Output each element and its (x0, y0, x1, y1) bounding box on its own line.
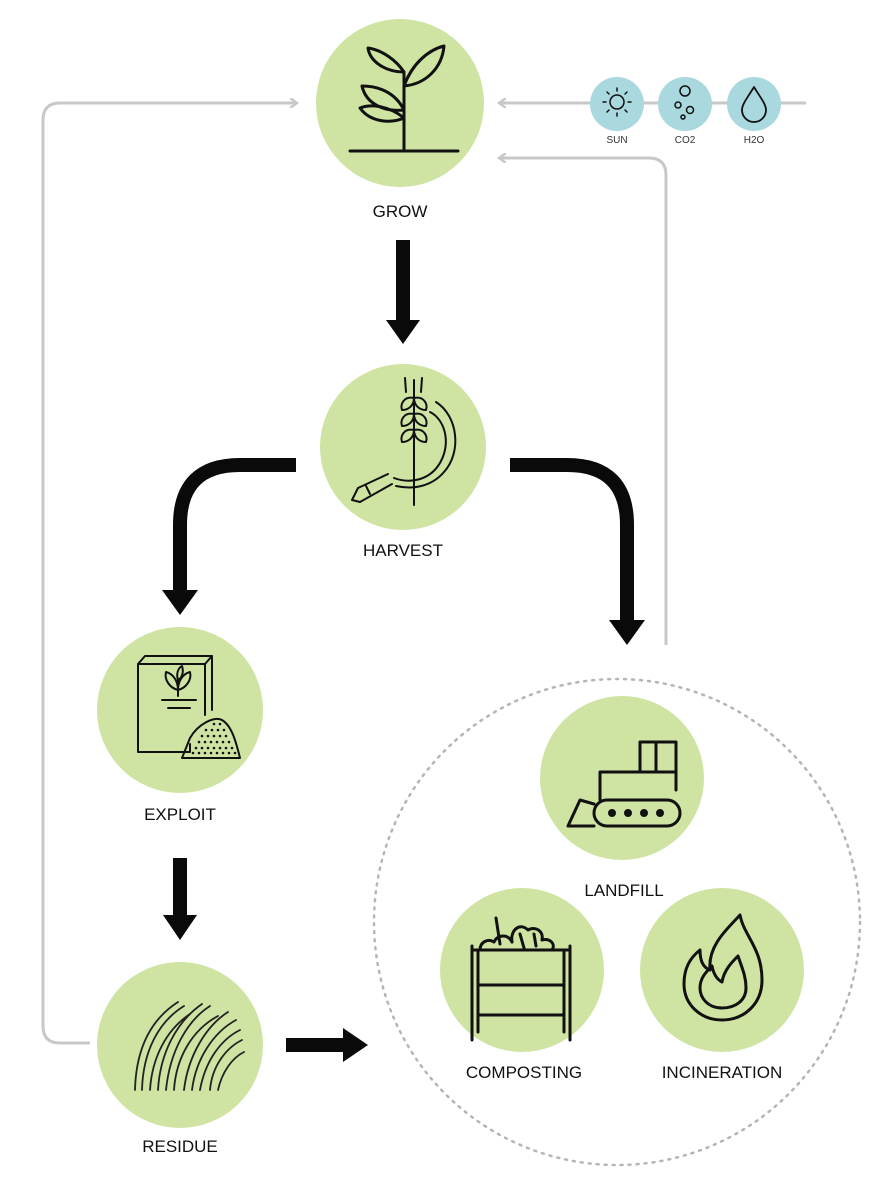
sun-icon (602, 87, 632, 117)
disposal-options-circle (372, 677, 862, 1167)
composting-label: COMPOSTING (466, 1063, 582, 1082)
input-h2o: H2O (727, 77, 781, 146)
incineration-node: INCINERATION (640, 888, 804, 1082)
residue-circle (97, 962, 263, 1128)
h2o-circle (727, 77, 781, 131)
bulldozer-icon (566, 740, 682, 828)
landfill-node: LANDFILL (540, 696, 704, 900)
landfill-return-line (500, 158, 668, 645)
input-co2: CO2 (658, 77, 712, 146)
landfill-label: LANDFILL (584, 881, 663, 900)
sun-circle (590, 77, 644, 131)
exploit-to-residue-arrow (163, 858, 197, 940)
harvest-circle (320, 364, 486, 530)
granule-dots (191, 722, 237, 755)
product-box-icon (137, 655, 241, 759)
bubbles-icon (674, 85, 695, 120)
co2-label: CO2 (675, 135, 696, 146)
residue-return-line (41, 103, 296, 1045)
sun-label: SUN (606, 135, 627, 146)
grow-node: GROW (316, 19, 484, 221)
exploit-node: EXPLOIT (97, 627, 263, 824)
harvest-label: HARVEST (363, 541, 443, 560)
harvest-to-landfill-arrow (510, 458, 645, 645)
water-drop-icon (741, 86, 767, 123)
compost-bin-icon (470, 916, 572, 1042)
exploit-label: EXPLOIT (144, 805, 216, 824)
grow-label: GROW (373, 202, 428, 221)
landfill-circle (540, 696, 704, 860)
incineration-circle (640, 888, 804, 1052)
harvest-node: HARVEST (320, 364, 486, 560)
harvest-to-exploit-arrow (162, 458, 296, 615)
co2-circle (658, 77, 712, 131)
flame-icon (682, 913, 764, 1022)
incineration-label: INCINERATION (662, 1063, 783, 1082)
input-sun: SUN (590, 77, 644, 146)
composting-circle (440, 888, 604, 1052)
grass-stalks-icon (134, 1001, 245, 1091)
exploit-circle (97, 627, 263, 793)
h2o-label: H2O (744, 135, 765, 146)
grow-to-harvest-arrow (386, 240, 420, 344)
residue-node: RESIDUE (97, 962, 263, 1156)
residue-label: RESIDUE (142, 1137, 218, 1156)
sickle-wheat-icon (351, 377, 457, 506)
residue-to-disposal-arrow (286, 1028, 368, 1062)
composting-node: COMPOSTING (440, 888, 604, 1082)
plant-icon (348, 44, 460, 153)
